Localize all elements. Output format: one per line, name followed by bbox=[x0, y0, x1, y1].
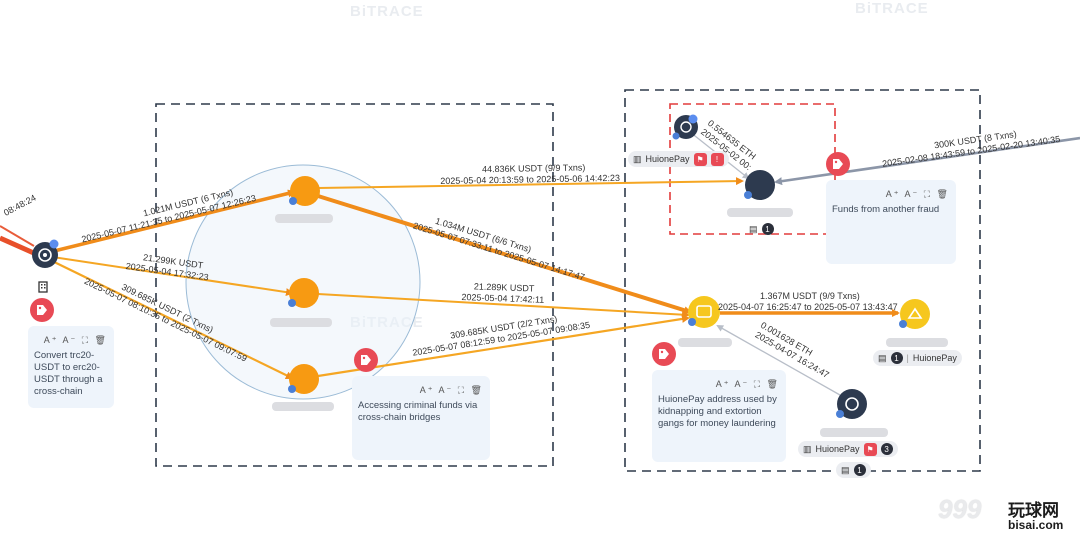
risk-tag-icon[interactable] bbox=[30, 298, 54, 322]
address-redacted bbox=[272, 402, 334, 411]
count-badge: 1 bbox=[890, 352, 903, 364]
entity-label: HuionePay bbox=[815, 444, 860, 454]
edge-range: 2025-04-07 16:25:47 to 2025-05-07 13:43:… bbox=[718, 302, 898, 312]
node-destination[interactable] bbox=[899, 299, 930, 329]
entity-chip-top[interactable]: ▥ HuionePay ⚑ ! bbox=[628, 151, 729, 167]
flag-icon: ⚑ bbox=[693, 152, 707, 166]
building-icon: ▥ bbox=[803, 443, 812, 454]
count-badge: 1 bbox=[853, 464, 866, 476]
risk-tag-icon[interactable] bbox=[826, 152, 850, 176]
edge-label-e8: 1.367M USDT (9/9 Txns) 2025-04-07 16:25:… bbox=[718, 291, 898, 313]
edge-incoming-red-2[interactable] bbox=[0, 225, 35, 247]
entity-chip-dest[interactable]: ▤ 1 | HuionePay bbox=[873, 350, 962, 366]
edge-e2[interactable] bbox=[45, 255, 294, 297]
entity-label: HuionePay bbox=[912, 353, 957, 363]
risk-tag-icon[interactable] bbox=[354, 348, 378, 372]
note-text: Convert trc20-USDT to erc20-USDT through… bbox=[34, 350, 103, 397]
node-huione-hub[interactable] bbox=[688, 296, 720, 328]
watermark: BiTRACE bbox=[855, 0, 929, 17]
edge-e7[interactable] bbox=[317, 314, 690, 378]
note-tools[interactable]: A⁺ A⁻ ⛶ 🗑 bbox=[885, 189, 950, 199]
address-redacted bbox=[275, 214, 333, 223]
count-badge: 1 bbox=[761, 223, 774, 235]
building-icon bbox=[37, 280, 49, 293]
count-chip-bottom[interactable]: ▤ 1 bbox=[836, 462, 871, 478]
site-logo-domain: bisai.com bbox=[1008, 518, 1064, 532]
building-icon: ▥ bbox=[633, 153, 642, 164]
watermark: BiTRACE bbox=[350, 3, 424, 20]
node-dark-target[interactable] bbox=[744, 170, 775, 200]
note-tools[interactable]: A⁺ A⁻ ⛶ 🗑 bbox=[43, 335, 108, 345]
address-redacted bbox=[727, 208, 793, 217]
annotation-note-left[interactable]: A⁺ A⁻ ⛶ 🗑 Convert trc20-USDT to erc20-US… bbox=[28, 326, 114, 408]
note-text: HuionePay address used by kidnapping and… bbox=[658, 394, 777, 429]
edge-e4[interactable] bbox=[317, 177, 744, 189]
note-tools[interactable]: A⁺ A⁻ ⛶ 🗑 bbox=[419, 385, 484, 395]
entity-label: HuionePay bbox=[645, 154, 690, 164]
node-orange-3[interactable] bbox=[288, 364, 319, 394]
annotation-note-fraud[interactable]: A⁺ A⁻ ⛶ 🗑 Funds from another fraud bbox=[826, 180, 956, 264]
divider: | bbox=[906, 353, 909, 363]
cluster-box-huione bbox=[624, 89, 981, 472]
note-text: Accessing criminal funds via cross-chain… bbox=[358, 400, 478, 423]
node-orange-1[interactable] bbox=[289, 176, 320, 206]
list-icon: ▤ bbox=[878, 352, 887, 363]
note-tools[interactable]: A⁺ A⁻ ⛶ 🗑 bbox=[715, 379, 780, 389]
edge-label-e6: 21.289K USDT 2025-05-04 17:42:11 bbox=[461, 281, 545, 306]
site-logo-digits: 999 bbox=[938, 494, 982, 524]
address-redacted bbox=[820, 428, 888, 437]
address-redacted bbox=[678, 338, 732, 347]
highlight-box-red bbox=[669, 103, 836, 235]
edge-incoming-red[interactable] bbox=[0, 235, 38, 257]
entity-chip-bottom[interactable]: ▥ HuionePay ⚑ 3 bbox=[798, 441, 898, 457]
edge-e9[interactable] bbox=[716, 325, 841, 396]
edge-label-e4: 44.836K USDT (9/9 Txns) 2025-05-04 20:13… bbox=[440, 162, 620, 187]
list-icon: ▤ bbox=[749, 223, 758, 234]
node-dark-bottom[interactable] bbox=[836, 389, 867, 419]
count-badge: 3 bbox=[880, 443, 893, 455]
list-icon: ▤ bbox=[841, 464, 850, 475]
alert-icon: ! bbox=[710, 152, 724, 166]
address-redacted bbox=[886, 338, 948, 347]
cluster-box-bridge bbox=[155, 103, 554, 467]
address-redacted bbox=[270, 318, 332, 327]
risk-tag-icon[interactable] bbox=[652, 342, 676, 366]
edge-amount: 1.367M USDT (9/9 Txns) bbox=[760, 291, 860, 301]
edge-e5[interactable] bbox=[317, 194, 692, 315]
edge-e1[interactable] bbox=[45, 189, 296, 255]
edge-e6[interactable] bbox=[317, 293, 690, 319]
flag-icon: ⚑ bbox=[863, 442, 877, 456]
site-logo-cn: 玩球网 bbox=[1008, 501, 1059, 520]
node-source[interactable] bbox=[32, 239, 59, 269]
edge-e11[interactable] bbox=[774, 136, 1080, 186]
edge-e3[interactable] bbox=[45, 257, 294, 379]
annotation-note-bridge[interactable]: A⁺ A⁻ ⛶ 🗑 Accessing criminal funds via c… bbox=[352, 376, 490, 460]
count-chip-dark[interactable]: ▤ 1 bbox=[744, 221, 779, 237]
node-dark-top[interactable] bbox=[672, 114, 699, 140]
note-text: Funds from another fraud bbox=[832, 204, 940, 215]
annotation-note-huione[interactable]: A⁺ A⁻ ⛶ 🗑 HuionePay address used by kidn… bbox=[652, 370, 786, 462]
node-orange-2[interactable] bbox=[288, 278, 319, 308]
